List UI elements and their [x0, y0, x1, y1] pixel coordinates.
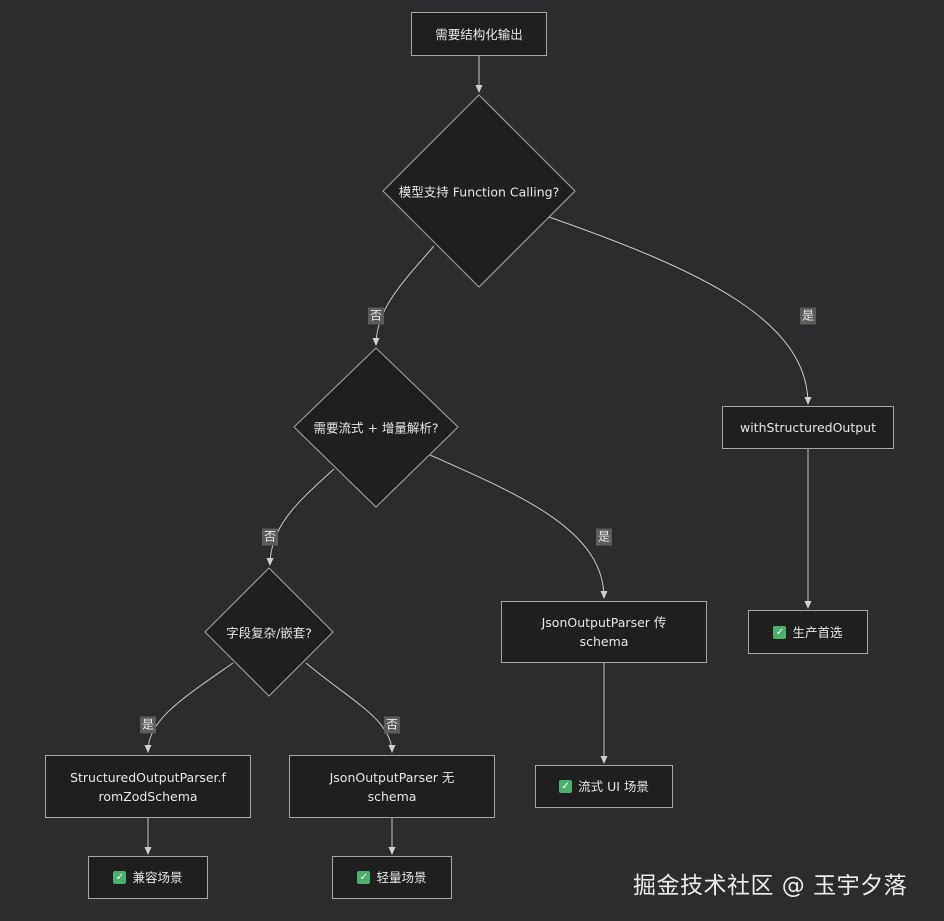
edge-stream-no — [266, 468, 335, 566]
edge-fc-yes — [548, 216, 812, 405]
node-json-parser-no-schema: JsonOutputParser 无 schema — [289, 755, 495, 818]
node-stream-ui: ✓ 流式 UI 场景 — [535, 765, 673, 808]
node-start: 需要结构化输出 — [411, 12, 547, 56]
edge-label-fc-yes: 是 — [799, 307, 817, 325]
node-light: ✓ 轻量场景 — [332, 856, 452, 899]
node-compat: ✓ 兼容场景 — [88, 856, 208, 899]
edge-label-stream-no: 否 — [261, 528, 279, 546]
node-start-label: 需要结构化输出 — [435, 26, 523, 42]
node-with-structured-output: withStructuredOutput — [722, 406, 894, 449]
node-with-structured-output-label: withStructuredOutput — [739, 420, 877, 435]
white-check-mark-icon: ✓ — [559, 780, 573, 793]
edge-fc-no — [372, 245, 435, 346]
diamond-function-calling — [382, 94, 576, 288]
white-check-mark-icon: ✓ — [357, 871, 371, 884]
edge-label-complex-yes: 是 — [139, 716, 157, 734]
edge-label-stream-yes: 是 — [595, 528, 613, 546]
edge-label-complex-no: 否 — [383, 716, 401, 734]
edge-complex-no — [305, 662, 396, 753]
edge-stream-yes — [429, 454, 608, 599]
node-json-parser-schema: JsonOutputParser 传 schema — [501, 601, 707, 663]
node-structured-output-parser: StructuredOutputParser.fromZodSchema — [45, 755, 251, 818]
question-function-calling: 模型支持 Function Calling? — [398, 184, 560, 200]
question-complex: 字段复杂/嵌套? — [226, 625, 312, 641]
node-prod-first-label: 生产首选 — [792, 624, 843, 640]
node-structured-output-parser-label: StructuredOutputParser.fromZodSchema — [70, 769, 226, 804]
node-prod-first: ✓ 生产首选 — [748, 610, 868, 654]
diamond-complex — [204, 567, 334, 697]
edge-label-fc-no: 否 — [367, 307, 385, 325]
edge-complex-yes — [144, 662, 234, 753]
diamond-stream — [293, 347, 459, 508]
white-check-mark-icon: ✓ — [113, 871, 127, 884]
question-stream: 需要流式 + 增量解析? — [313, 420, 439, 436]
node-json-parser-no-schema-label: JsonOutputParser 无 schema — [329, 769, 455, 804]
node-json-parser-schema-label: JsonOutputParser 传 schema — [541, 615, 667, 649]
node-light-label: 轻量场景 — [376, 870, 427, 885]
white-check-mark-icon: ✓ — [773, 625, 787, 639]
node-stream-ui-label: 流式 UI 场景 — [578, 779, 649, 794]
node-compat-label: 兼容场景 — [132, 870, 183, 885]
watermark: 掘金技术社区 @ 玉宇夕落 — [633, 873, 908, 899]
